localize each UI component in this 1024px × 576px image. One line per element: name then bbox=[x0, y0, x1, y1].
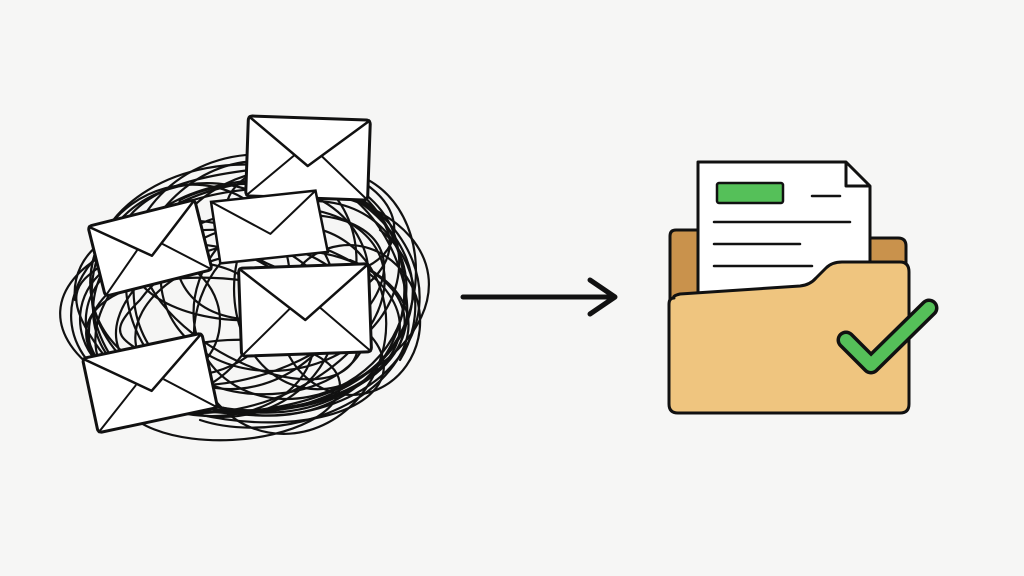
envelope-icon bbox=[87, 199, 213, 297]
document-tag bbox=[715, 181, 785, 205]
folder-with-document-icon bbox=[667, 160, 939, 415]
envelope-icon bbox=[81, 332, 219, 434]
envelope-icon bbox=[237, 262, 373, 358]
checkmark-icon bbox=[836, 298, 939, 375]
tangled-mail-icon bbox=[59, 114, 431, 442]
envelope-icon bbox=[209, 189, 330, 265]
folder-front bbox=[667, 260, 911, 415]
envelope-icon bbox=[244, 114, 372, 202]
arrow-right-icon bbox=[460, 277, 618, 317]
